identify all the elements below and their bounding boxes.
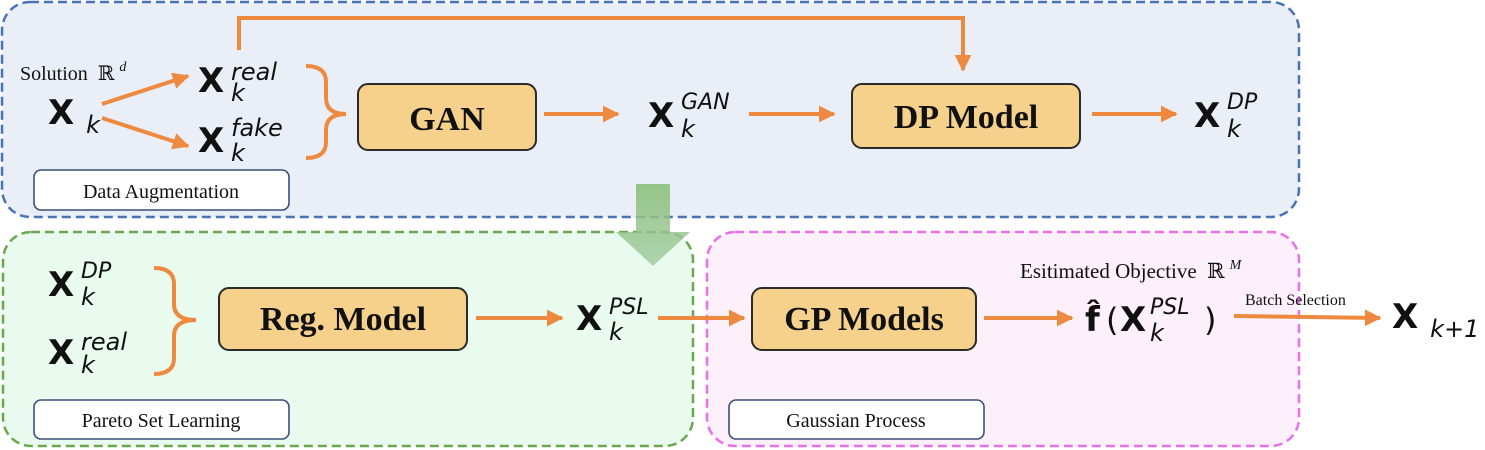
svg-text:k: k — [1150, 319, 1165, 347]
curly-brace-icon — [153, 266, 197, 376]
svg-text:fake: fake — [231, 114, 283, 142]
x-k-real-symbol: X real k — [198, 58, 277, 107]
x-k-gan-symbol: X GAN k — [648, 90, 730, 143]
flow-arrow-icon — [101, 72, 190, 106]
svg-text:X: X — [198, 61, 224, 101]
gan-label: GAN — [409, 101, 485, 138]
estimated-objective-symbol: f̂ ( X PSL k ) — [1085, 295, 1216, 347]
svg-text:PSL: PSL — [1150, 295, 1190, 320]
gaussian-process-label-box — [728, 399, 985, 440]
svg-text:k: k — [231, 139, 246, 167]
x-k-symbol: X k — [48, 93, 101, 139]
gan-box — [357, 83, 537, 151]
x-k-psl-symbol: X PSL k — [576, 295, 649, 346]
flow-arrow-icon — [101, 116, 190, 150]
svg-text:PSL: PSL — [609, 295, 649, 320]
svg-text:DP: DP — [81, 259, 112, 284]
svg-text:real: real — [81, 328, 127, 356]
solution-label: Solution ℝ d — [20, 60, 127, 85]
x-k-real-input-symbol: X real k — [48, 328, 127, 379]
svg-text:): ) — [1204, 301, 1216, 339]
reg-model-label: Reg. Model — [260, 301, 426, 338]
svg-text:X: X — [576, 299, 602, 339]
x-k-dp-input-symbol: X DP k — [48, 259, 112, 311]
svg-text:k: k — [81, 351, 96, 379]
flow-arrow-icon — [1233, 309, 1382, 327]
svg-text:X: X — [198, 121, 224, 161]
x-k-fake-symbol: X fake k — [198, 114, 283, 167]
estimated-objective-label: Esitimated Objective ℝ M — [1020, 258, 1243, 283]
svg-text:X: X — [1194, 96, 1220, 136]
data-augmentation-label-box — [33, 169, 290, 211]
svg-text:real: real — [231, 58, 277, 86]
reg-model-box — [218, 287, 468, 351]
data-augmentation-label: Data Augmentation — [83, 181, 239, 203]
pareto-set-learning-label: Pareto Set Learning — [82, 410, 241, 432]
gaussian-process-label: Gaussian Process — [786, 410, 926, 432]
svg-text:X: X — [48, 333, 74, 373]
dp-model-label: DP Model — [894, 99, 1038, 136]
svg-text:k: k — [681, 115, 696, 143]
svg-text:GAN: GAN — [681, 90, 730, 115]
gp-models-label: GP Models — [784, 301, 944, 338]
svg-text:X: X — [48, 265, 74, 305]
svg-text:k: k — [231, 79, 246, 107]
x-k-plus-1-symbol: X k+1 — [1392, 297, 1479, 343]
svg-text:k: k — [1227, 115, 1242, 143]
svg-text:k: k — [609, 318, 624, 346]
down-arrow-icon — [616, 184, 690, 266]
gp-models-box — [751, 287, 977, 351]
batch-selection-label: Batch Selection — [1245, 292, 1346, 309]
svg-text:(: ( — [1106, 301, 1118, 339]
svg-text:X: X — [1120, 300, 1146, 340]
x-k-dp-output-symbol: X DP k — [1194, 90, 1258, 143]
svg-text:X: X — [648, 96, 674, 136]
svg-text:k: k — [81, 283, 96, 311]
svg-text:DP: DP — [1227, 90, 1258, 115]
flow-arrow-icon — [237, 16, 972, 72]
gaussian-process-panel — [705, 230, 1301, 448]
curly-brace-icon — [305, 64, 347, 160]
svg-text:f̂: f̂ — [1085, 299, 1101, 340]
pareto-set-learning-label-box — [33, 399, 290, 440]
dp-model-box — [851, 83, 1081, 149]
